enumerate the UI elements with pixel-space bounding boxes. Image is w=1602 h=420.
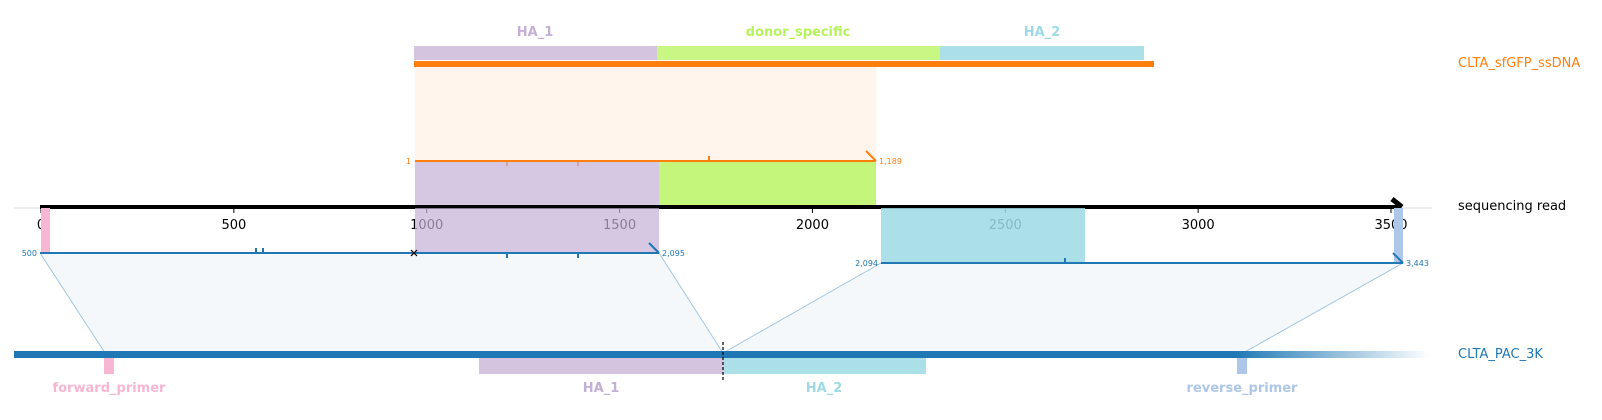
ref2-projection-edge-left <box>722 262 882 354</box>
reference-alignment-1: 500 2,095 <box>22 208 724 354</box>
read-axis-tick-label: 2000 <box>796 218 829 233</box>
donor-feature-ha1-bar <box>414 46 657 60</box>
donor-feature-donor-specific-label: donor_specific <box>746 25 851 40</box>
ref2-reverse-primer-projection <box>1394 208 1403 262</box>
donor-ha1-projection <box>415 162 659 206</box>
donor-specific-projection <box>659 162 876 206</box>
ref-feature-ha1-label: HA_1 <box>583 381 620 396</box>
ref1-end-arrow <box>648 242 660 254</box>
ref-feature-forward-primer-label: forward_primer <box>53 381 167 396</box>
ref1-projection-edge-left <box>39 252 106 354</box>
donor-alignment-end-arrow <box>865 150 877 162</box>
ref1-start-label: 500 <box>22 249 37 258</box>
ref-feature-forward-primer-bar <box>104 358 114 374</box>
reference-sequence-fade <box>1234 351 1430 358</box>
read-track-label: sequencing read <box>1458 199 1567 214</box>
read-axis-tick-label: 500 <box>221 218 246 233</box>
donor-alignment-shade <box>415 67 876 160</box>
donor-feature-ha2-bar <box>940 46 1144 60</box>
ref1-ha1-projection <box>415 208 659 253</box>
donor-alignment: 1 1,189 <box>406 67 902 206</box>
donor-alignment-end-label: 1,189 <box>879 157 902 166</box>
reference-track-label: CLTA_PAC_3K <box>1458 347 1543 362</box>
ref1-deletion-marker <box>410 249 418 257</box>
reference-track: forward_primer HA_1 HA_2 reverse_primer <box>14 342 1430 396</box>
ref2-ha2-projection <box>881 208 1085 262</box>
donor-sequence-bar <box>414 61 1154 67</box>
ref2-end-label: 3,443 <box>1406 259 1429 268</box>
donor-track: HA_1 donor_specific HA_2 <box>414 25 1154 67</box>
read-axis-tick-label: 3000 <box>1182 218 1215 233</box>
read-axis-ticks: 0500100015002000250030003500 <box>37 209 1408 233</box>
ref1-projection-edge-right <box>658 252 724 354</box>
donor-feature-ha1-label: HA_1 <box>517 25 554 40</box>
ref1-forward-primer-projection <box>41 208 50 253</box>
reference-alignment-2: 2,094 3,443 <box>722 208 1429 354</box>
ref-feature-reverse-primer-bar <box>1237 358 1247 374</box>
ref-feature-ha2-label: HA_2 <box>806 381 843 396</box>
donor-track-label: CLTA_sfGFP_ssDNA <box>1458 56 1581 71</box>
read-direction-arrow <box>1390 197 1404 209</box>
ref-feature-ha1-bar <box>479 358 723 374</box>
reference-sequence-bar <box>14 351 1234 358</box>
ref1-end-label: 2,095 <box>662 249 685 258</box>
donor-feature-ha2-label: HA_2 <box>1024 25 1061 40</box>
ref2-projection-edge-right <box>1242 262 1404 354</box>
ref-feature-ha2-bar <box>723 358 926 374</box>
ref2-start-label: 2,094 <box>855 259 878 268</box>
donor-alignment-start-label: 1 <box>406 157 411 166</box>
ref-feature-reverse-primer-label: reverse_primer <box>1187 381 1299 396</box>
ref2-projection-shade <box>723 263 1403 353</box>
donor-feature-donor-specific-bar <box>657 46 940 60</box>
ref2-end-arrow <box>1392 252 1404 264</box>
ref1-projection-shade <box>40 253 723 353</box>
